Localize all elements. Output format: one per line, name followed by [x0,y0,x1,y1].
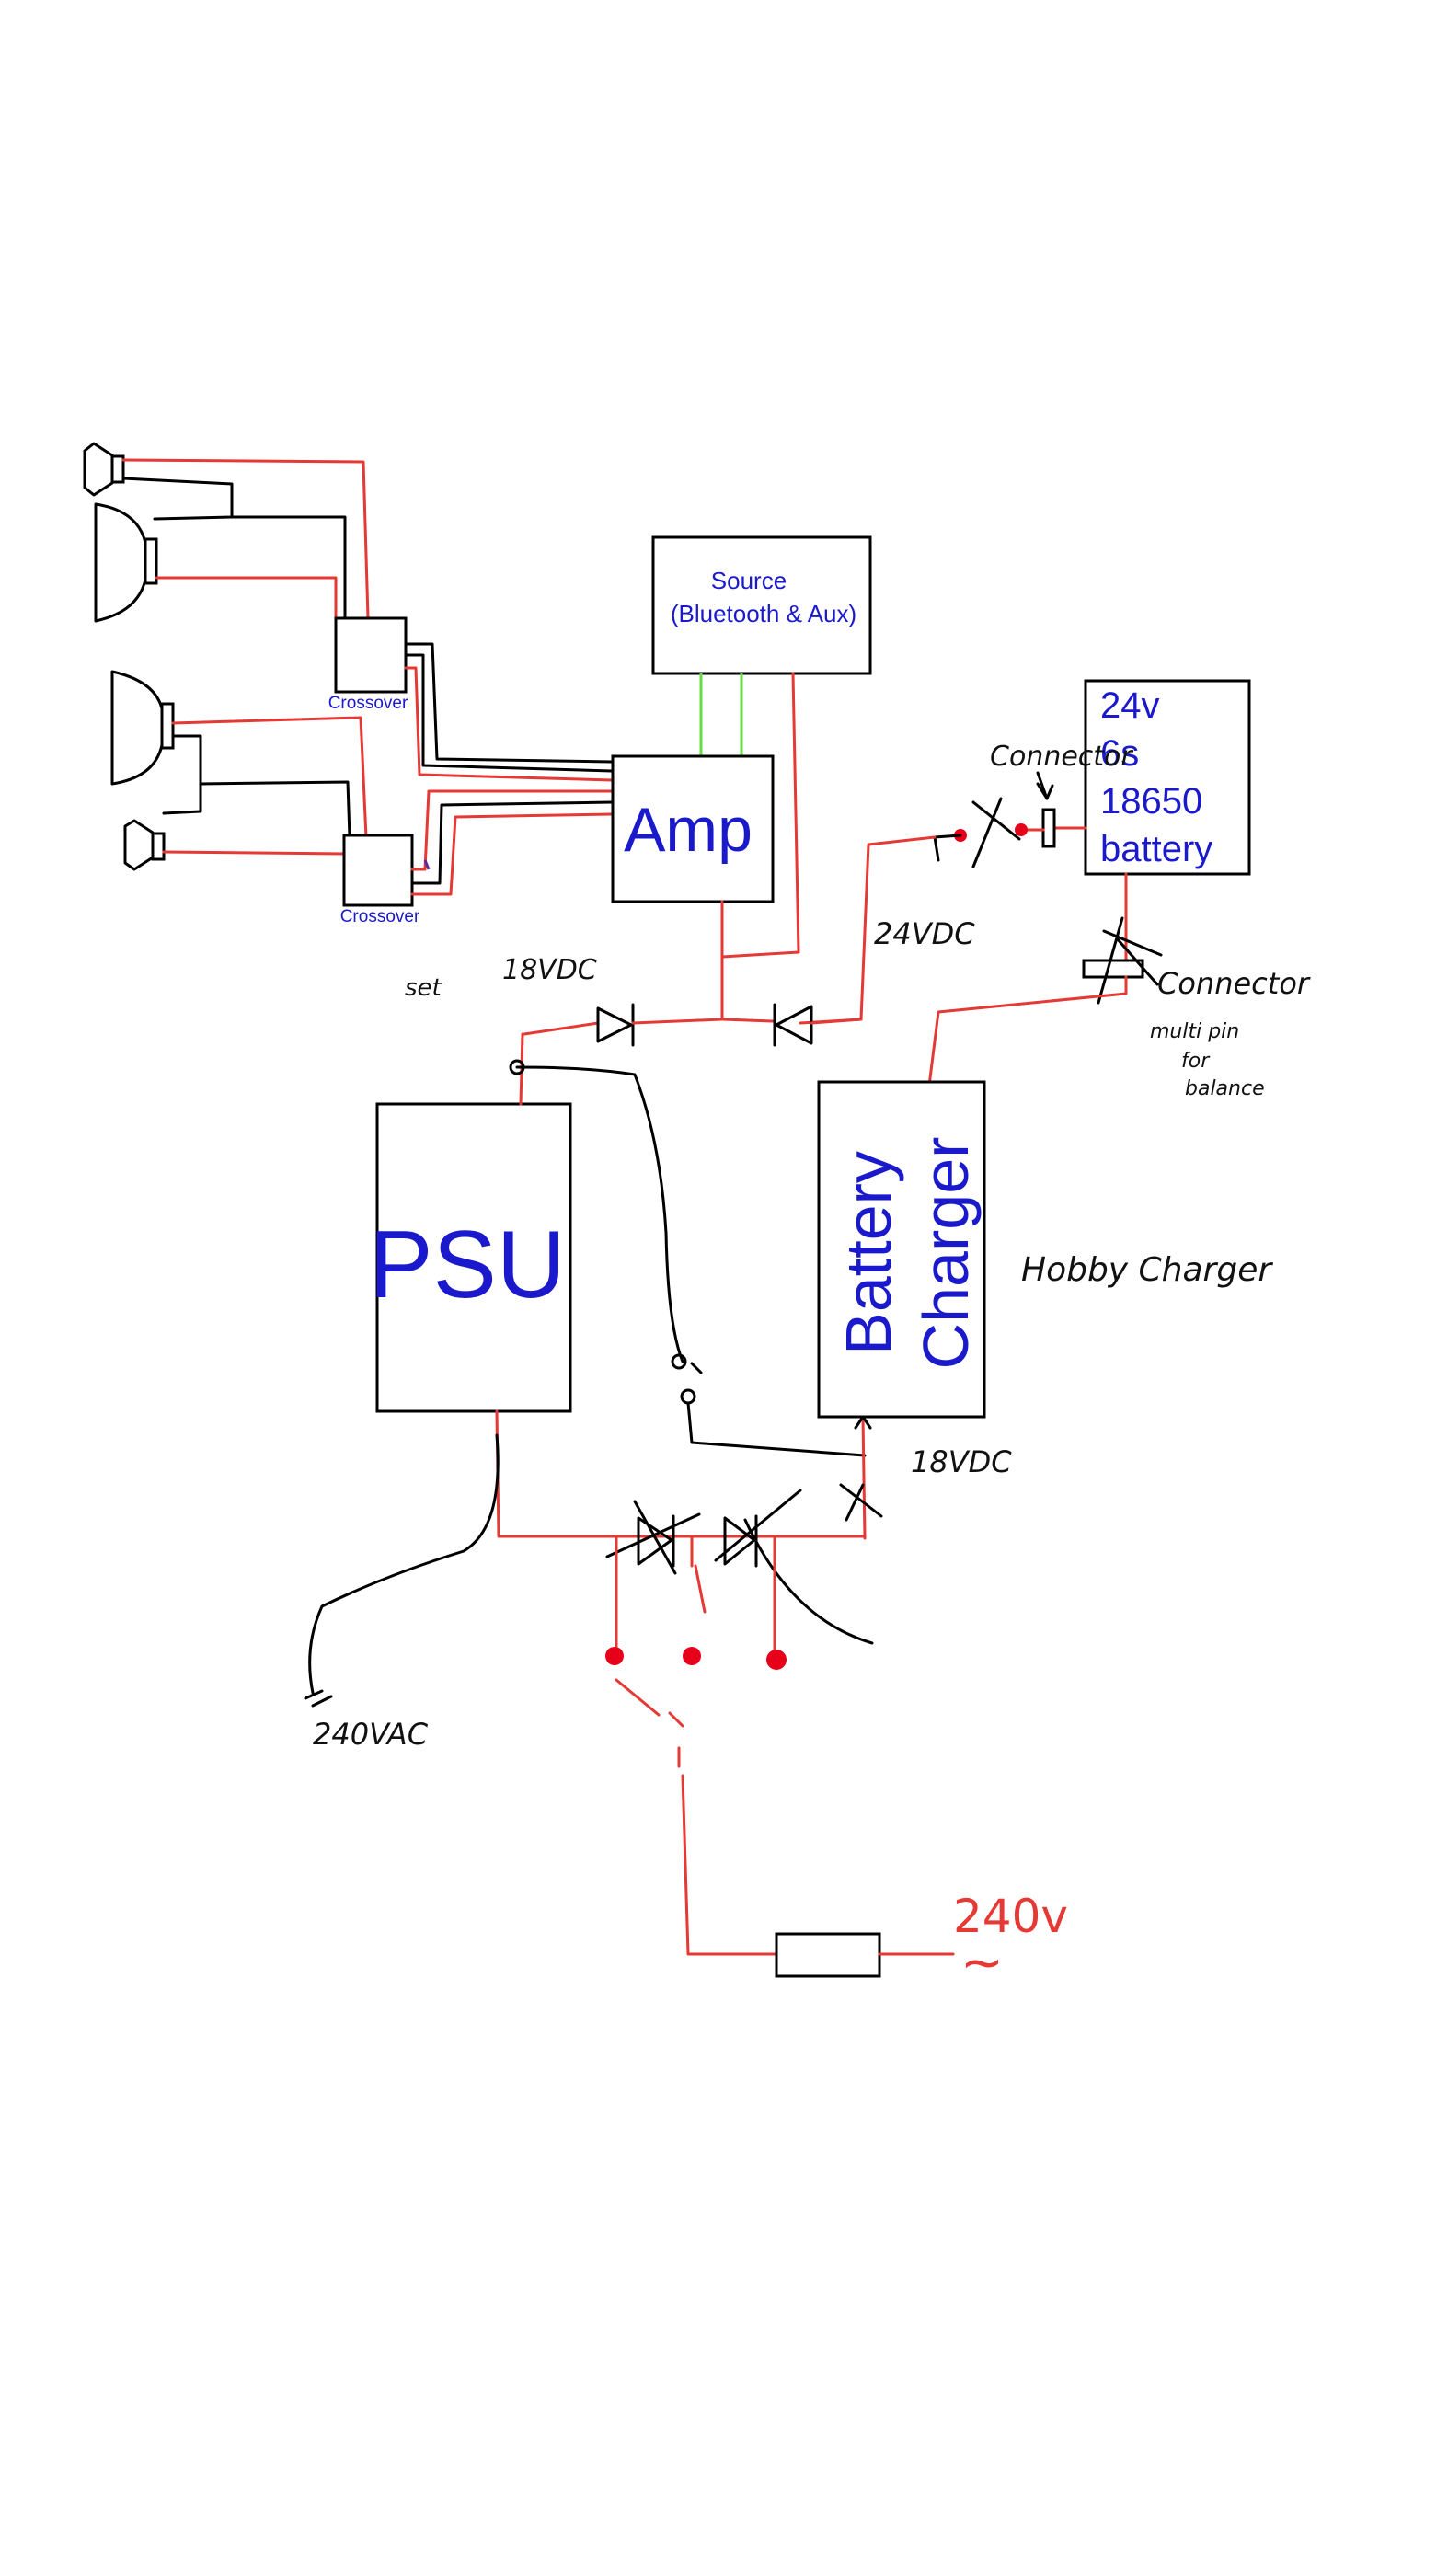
battery-label-line1: 24v [1100,685,1160,726]
battery-voltage-label: 24VDC [874,916,975,951]
source-block: Source (Bluetooth & Aux) [651,535,872,675]
crossover-top: Crossover [328,616,408,713]
fuse [775,1932,881,1978]
source-label-line2: (Bluetooth & Aux) [671,600,856,627]
speaker-tweeter-top [83,442,125,497]
charger-label-line2: Charger [910,1137,982,1370]
diode-bottom-left [605,1500,701,1575]
crossover-bottom-label: Crossover [340,907,420,926]
set-label: set [405,974,442,1002]
mains-switch [615,1678,778,1956]
source-label-line1: Source [711,567,787,594]
mains-ac-label: 240VAC [313,1717,429,1752]
charger-voltage-label: 18VDC [911,1444,1012,1479]
connector-top-label: Connector [990,741,1133,773]
amp-label: Amp [624,795,753,865]
battery-output-connector [799,771,1087,1025]
battery-label-line2: 6s [1100,733,1139,774]
psu-label: PSU [369,1212,566,1318]
multi-pin-label-line1: multi pin [1150,1020,1239,1043]
crossover-bottom: Crossover [340,834,420,926]
crossover-top-label: Crossover [328,694,408,713]
diode-battery [720,1003,863,1047]
battery-balance-connector [927,872,1163,1087]
hobby-charger-label: Hobby Charger [1021,1251,1273,1289]
multi-pin-label-line2: for [1181,1050,1211,1073]
battery-charger-block: Battery Charger [817,1080,986,1419]
amp-block: Amp [611,754,775,903]
battery-label-line4: battery [1100,829,1212,869]
psu-block: PSU [369,1102,572,1413]
mains-in-label: 240v [953,1890,1068,1943]
mains-symbol: ~ [960,1933,1004,1993]
speaker-woofer-top [94,502,158,623]
diode-bottom-right [714,1489,874,1645]
connector-bottom-label: Connector [1157,966,1311,1001]
speaker-tweeter-bottom [123,819,166,871]
diode-psu [523,1003,724,1047]
charger-label-line1: Battery [833,1151,904,1355]
multi-pin-label-line3: balance [1185,1077,1265,1100]
battery-block: 24v 6s 18650 battery [1084,679,1251,876]
speaker-woofer-bottom [110,670,175,786]
psu-voltage-label: 18VDC [502,954,597,986]
battery-label-line3: 18650 [1100,781,1202,822]
